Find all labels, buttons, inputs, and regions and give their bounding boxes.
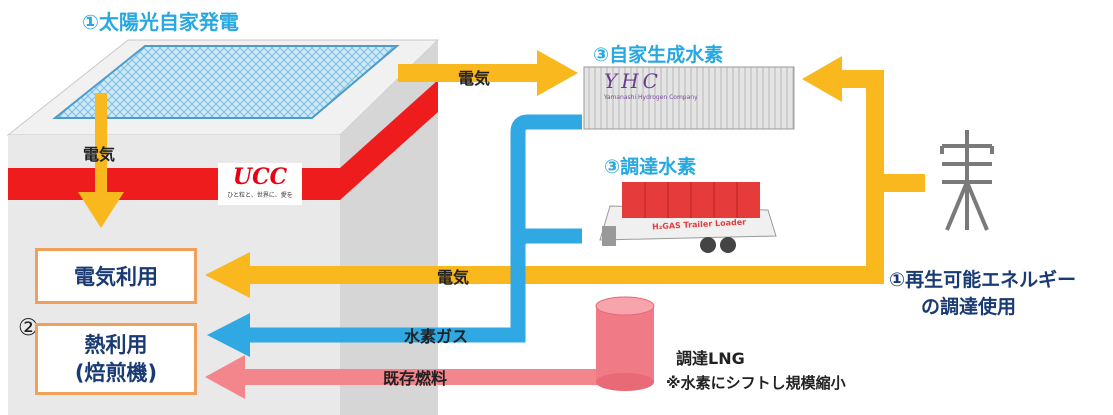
- solar-down-label: 電気: [83, 145, 116, 164]
- existing-fuel-arrow: [205, 355, 625, 399]
- circle-two-label: ②: [18, 315, 39, 341]
- to-electric-use-label: 電気: [437, 268, 470, 287]
- heat-use-label-line1: 熱利用: [84, 333, 148, 357]
- heat-use-label-line2: (焙煎機): [74, 361, 158, 385]
- renewable-label-line1: ①再生可能エネルギー: [889, 269, 1077, 291]
- ucc-logo: UCC ひと粒と、世界に、愛を: [218, 163, 302, 205]
- self-hydrogen-label: ③自家生成水素: [593, 44, 724, 66]
- ucc-tagline: ひと粒と、世界に、愛を: [227, 192, 293, 199]
- to-yhc-label: 電気: [458, 69, 491, 88]
- hydrogen-gas-label: 水素ガス: [404, 327, 469, 346]
- existing-fuel-label: 既存燃料: [383, 369, 448, 388]
- renewable-loop-arrow: [802, 56, 925, 192]
- electric-use-box: 電気利用: [35, 248, 197, 304]
- solar-to-yhc-arrow: [398, 50, 578, 96]
- yhc-logo: YHC: [604, 69, 662, 93]
- ucc-logo-text: UCC: [232, 164, 288, 190]
- heat-use-box: 熱利用 (焙煎機): [35, 323, 197, 395]
- hydrogen-container-icon: [583, 66, 795, 130]
- electric-use-label: 電気利用: [74, 265, 158, 289]
- renewable-label-line2: の調達使用: [921, 296, 1017, 318]
- hydrogen-trailer-icon: [599, 182, 777, 253]
- solar-label: ①太陽光自家発電: [82, 10, 239, 34]
- procured-hydrogen-label: ③調達水素: [604, 156, 697, 178]
- lng-tank-icon: [595, 296, 655, 391]
- to-electric-use-arrow: [205, 183, 884, 298]
- yhc-subtitle: Yamanashi Hydrogen Company: [604, 94, 698, 101]
- hydrogen-gas-arrow: [207, 114, 582, 357]
- solar-down-arrow: [78, 93, 124, 228]
- lng-label-line1: 調達LNG: [676, 349, 745, 368]
- lng-label-line2: ※水素にシフトし規模縮小: [666, 374, 846, 392]
- solar-panel-icon: [52, 45, 400, 119]
- transmission-tower-icon: [940, 130, 994, 231]
